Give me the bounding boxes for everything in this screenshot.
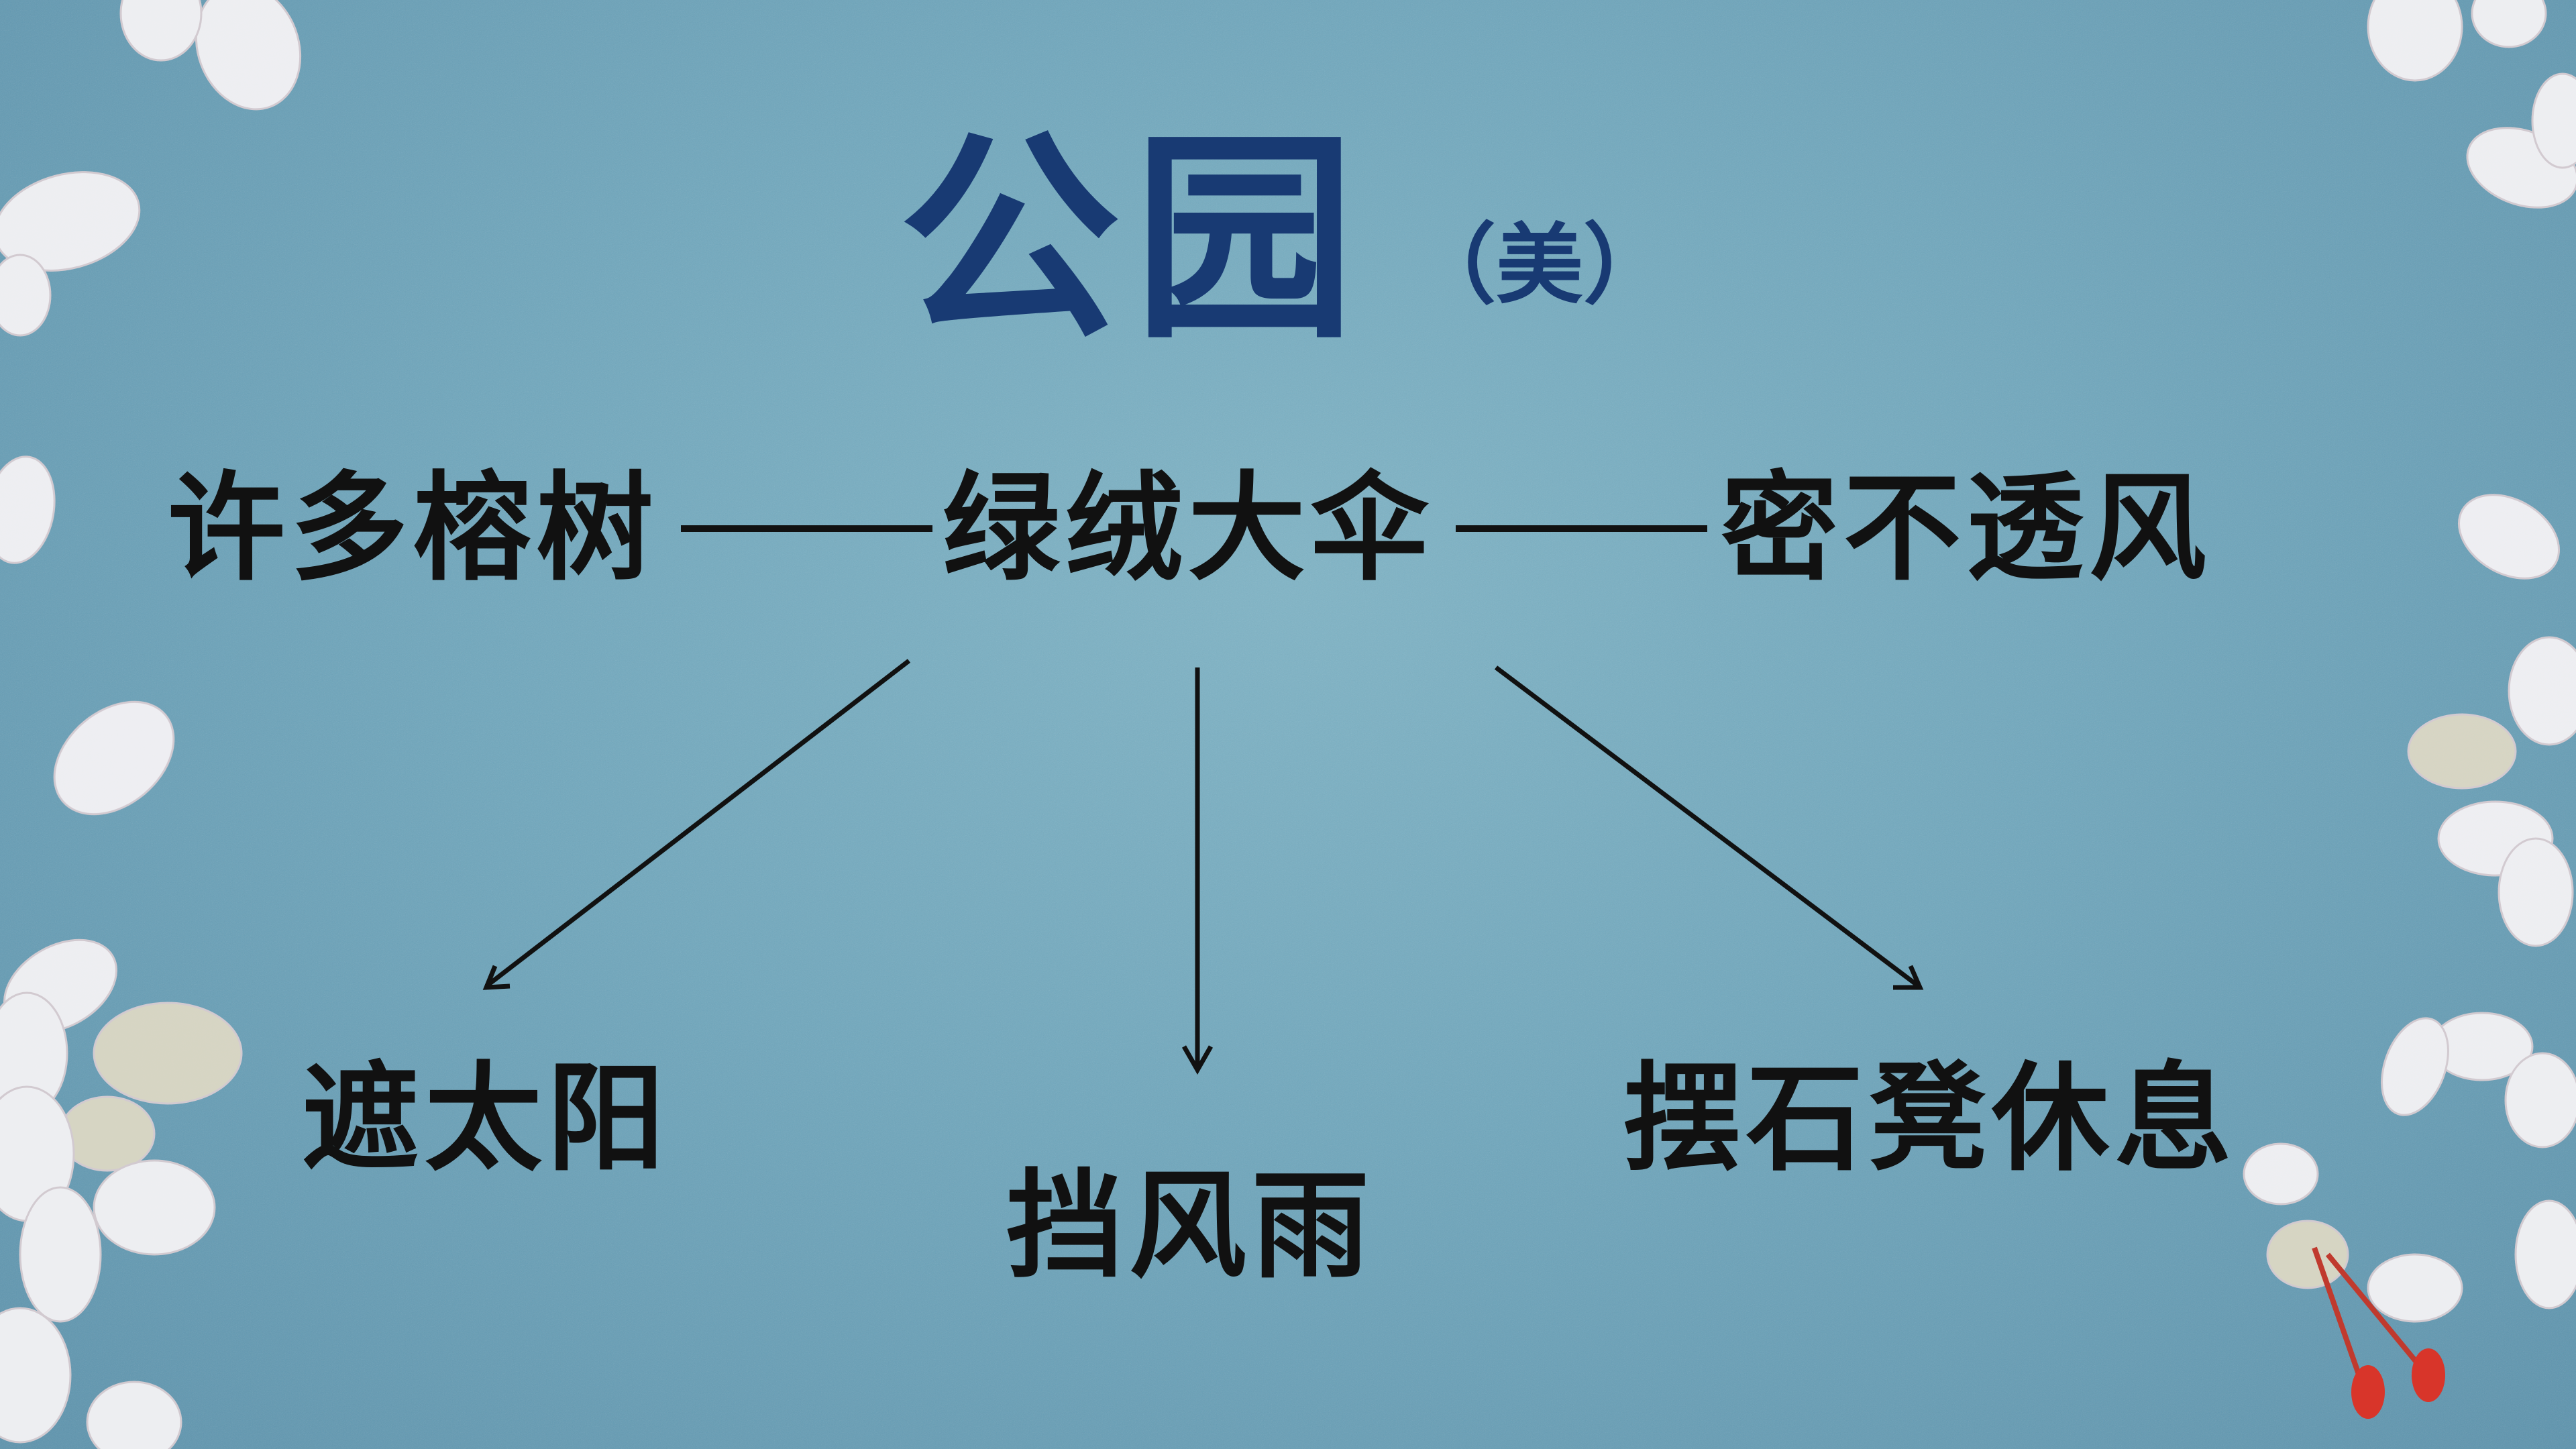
chain-left-label: 许多榕树 <box>168 460 659 597</box>
connector-dash-right <box>1456 525 1707 532</box>
branch-right-label: 摆石凳休息 <box>1623 1050 2237 1187</box>
arrow-left <box>484 659 911 988</box>
connector-dash-left <box>681 525 932 532</box>
chain-center-label: 绿绒大伞 <box>943 460 1434 597</box>
author-note: （美） <box>1409 213 1671 316</box>
branch-left-label: 遮太阳 <box>302 1050 670 1187</box>
branch-middle-label: 挡风雨 <box>1006 1157 1375 1295</box>
page-title: 公园 <box>899 108 1368 368</box>
chain-right-label: 密不透风 <box>1721 460 2212 597</box>
arrow-right <box>1494 665 1921 988</box>
